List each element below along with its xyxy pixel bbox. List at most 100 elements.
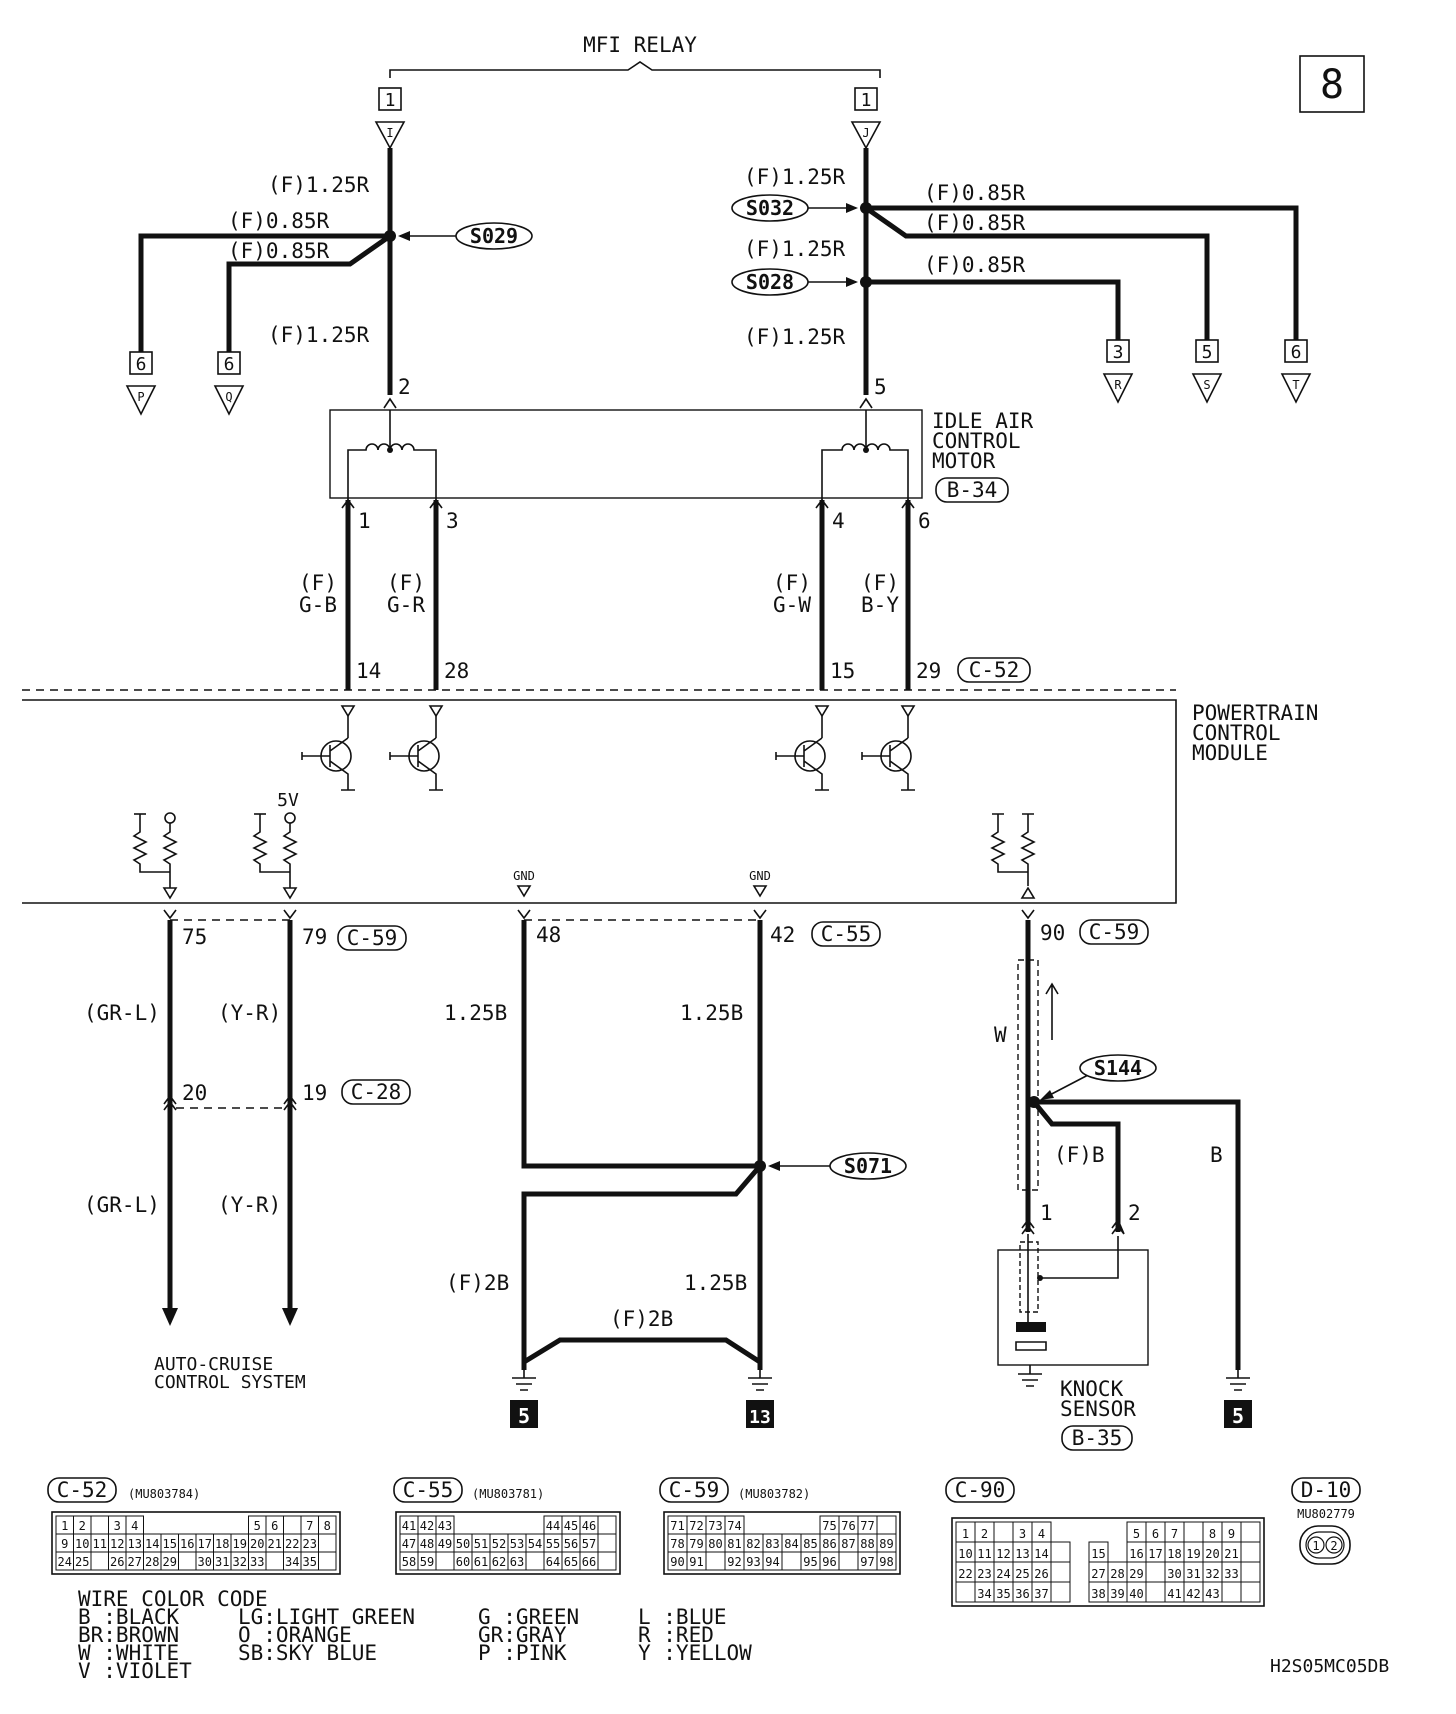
svg-text:S028: S028 xyxy=(746,270,794,294)
svg-text:89: 89 xyxy=(879,1537,893,1551)
svg-text:98: 98 xyxy=(879,1555,893,1569)
svg-text:30: 30 xyxy=(1167,1567,1181,1581)
svg-text:LG:LIGHT GREEN: LG:LIGHT GREEN xyxy=(238,1605,415,1629)
svg-text:17: 17 xyxy=(198,1537,212,1551)
svg-text:90: 90 xyxy=(670,1555,684,1569)
svg-text:15: 15 xyxy=(1091,1547,1105,1561)
svg-text:6: 6 xyxy=(224,354,235,375)
svg-text:S071: S071 xyxy=(844,1154,892,1178)
svg-text:84: 84 xyxy=(784,1537,798,1551)
pcm-box xyxy=(22,699,1177,904)
svg-text:6: 6 xyxy=(1152,1527,1159,1541)
wire-label-f125r-d: (F)1.25R xyxy=(744,237,846,261)
svg-text:45: 45 xyxy=(564,1519,578,1533)
svg-text:36: 36 xyxy=(1015,1587,1029,1601)
wire-label-f2b-b: (F)2B xyxy=(610,1307,673,1331)
svg-text:12: 12 xyxy=(110,1537,124,1551)
svg-text:82: 82 xyxy=(746,1537,760,1551)
svg-text:C-59: C-59 xyxy=(669,1478,720,1502)
svg-text:56: 56 xyxy=(564,1537,578,1551)
svg-text:C-59: C-59 xyxy=(347,926,398,950)
wire-label-w: W xyxy=(994,1023,1007,1047)
svg-text:25: 25 xyxy=(75,1555,89,1569)
svg-text:47: 47 xyxy=(402,1537,416,1551)
wire-label-yr-a: (Y-R) xyxy=(218,1001,281,1025)
svg-text:57: 57 xyxy=(582,1537,596,1551)
svg-text:(F): (F) xyxy=(387,571,425,595)
relay-left-connector: 1 I xyxy=(374,87,406,150)
svg-text:18: 18 xyxy=(1167,1547,1181,1561)
svg-text:S144: S144 xyxy=(1094,1056,1142,1080)
svg-text:26: 26 xyxy=(110,1555,124,1569)
svg-text:58: 58 xyxy=(402,1555,416,1569)
svg-text:I: I xyxy=(386,126,393,140)
offpage-connector-q: 6 Q xyxy=(213,351,245,416)
pin-79: 79 xyxy=(302,925,327,949)
svg-text:13: 13 xyxy=(128,1537,142,1551)
pin-48: 48 xyxy=(536,923,561,947)
iac-label-1: IDLE AIR xyxy=(932,409,1034,433)
svg-text:93: 93 xyxy=(746,1555,760,1569)
splice-dot-s028 xyxy=(860,276,872,288)
svg-text:34: 34 xyxy=(977,1587,991,1601)
knock-label-2: SENSOR xyxy=(1060,1397,1136,1421)
wire-label-fb: (F)B xyxy=(1054,1143,1105,1167)
svg-text:5V: 5V xyxy=(277,790,299,811)
svg-text:MU802779: MU802779 xyxy=(1297,1507,1355,1521)
svg-text:55: 55 xyxy=(546,1537,560,1551)
svg-text:41: 41 xyxy=(1167,1587,1181,1601)
svg-text:35: 35 xyxy=(303,1555,317,1569)
knock-sensor-body xyxy=(997,1234,1149,1387)
svg-text:54: 54 xyxy=(528,1537,542,1551)
svg-text:10: 10 xyxy=(958,1547,972,1561)
svg-text:13: 13 xyxy=(749,1407,771,1428)
svg-text:23: 23 xyxy=(303,1537,317,1551)
svg-text:Q: Q xyxy=(225,390,232,404)
svg-text:R: R xyxy=(1114,378,1122,392)
svg-text:25: 25 xyxy=(1015,1567,1029,1581)
splice-s028 xyxy=(731,268,809,296)
pcm-resistor-75 xyxy=(132,812,178,900)
svg-text:7: 7 xyxy=(1171,1527,1178,1541)
c59-ref-badge-b xyxy=(1079,919,1149,945)
svg-text:95: 95 xyxy=(803,1555,817,1569)
svg-text:15: 15 xyxy=(163,1537,177,1551)
pin-19: 19 xyxy=(302,1081,327,1105)
svg-text:76: 76 xyxy=(841,1519,855,1533)
svg-text:44: 44 xyxy=(546,1519,560,1533)
svg-text:2: 2 xyxy=(981,1527,988,1541)
pin-15: 15 xyxy=(830,659,855,683)
svg-text:20: 20 xyxy=(250,1537,264,1551)
svg-text:1: 1 xyxy=(1312,1539,1319,1553)
svg-text:60: 60 xyxy=(456,1555,470,1569)
iac-coil-left xyxy=(347,410,437,500)
wire-label-gr: G-R xyxy=(387,593,425,617)
svg-text:1: 1 xyxy=(385,90,396,111)
svg-text:91: 91 xyxy=(689,1555,703,1569)
svg-text:C-55: C-55 xyxy=(821,922,872,946)
svg-text:61: 61 xyxy=(474,1555,488,1569)
svg-text:21: 21 xyxy=(268,1537,282,1551)
c52-ref-badge xyxy=(957,657,1031,683)
svg-text:64: 64 xyxy=(546,1555,560,1569)
pin-14: 14 xyxy=(356,659,381,683)
svg-text:42: 42 xyxy=(1186,1587,1200,1601)
svg-text:C-28: C-28 xyxy=(351,1080,402,1104)
cruise-label-1: AUTO-CRUISE xyxy=(154,1354,273,1375)
svg-text:6: 6 xyxy=(136,354,147,375)
svg-text:2: 2 xyxy=(79,1519,86,1533)
svg-text:52: 52 xyxy=(492,1537,506,1551)
pcm-label-2: CONTROL xyxy=(1192,721,1281,745)
splice-dot-s144 xyxy=(1028,1096,1040,1108)
svg-text:4: 4 xyxy=(131,1519,138,1533)
pin-k1: 1 xyxy=(1040,1201,1053,1225)
pcm-transistor-1 xyxy=(301,716,355,791)
splice-s032 xyxy=(731,194,809,222)
svg-text:21: 21 xyxy=(1224,1547,1238,1561)
svg-text:59: 59 xyxy=(420,1555,434,1569)
wire-s029-to-q xyxy=(226,233,392,352)
svg-text:87: 87 xyxy=(841,1537,855,1551)
svg-text:17: 17 xyxy=(1148,1547,1162,1561)
pin-6: 6 xyxy=(918,509,931,533)
